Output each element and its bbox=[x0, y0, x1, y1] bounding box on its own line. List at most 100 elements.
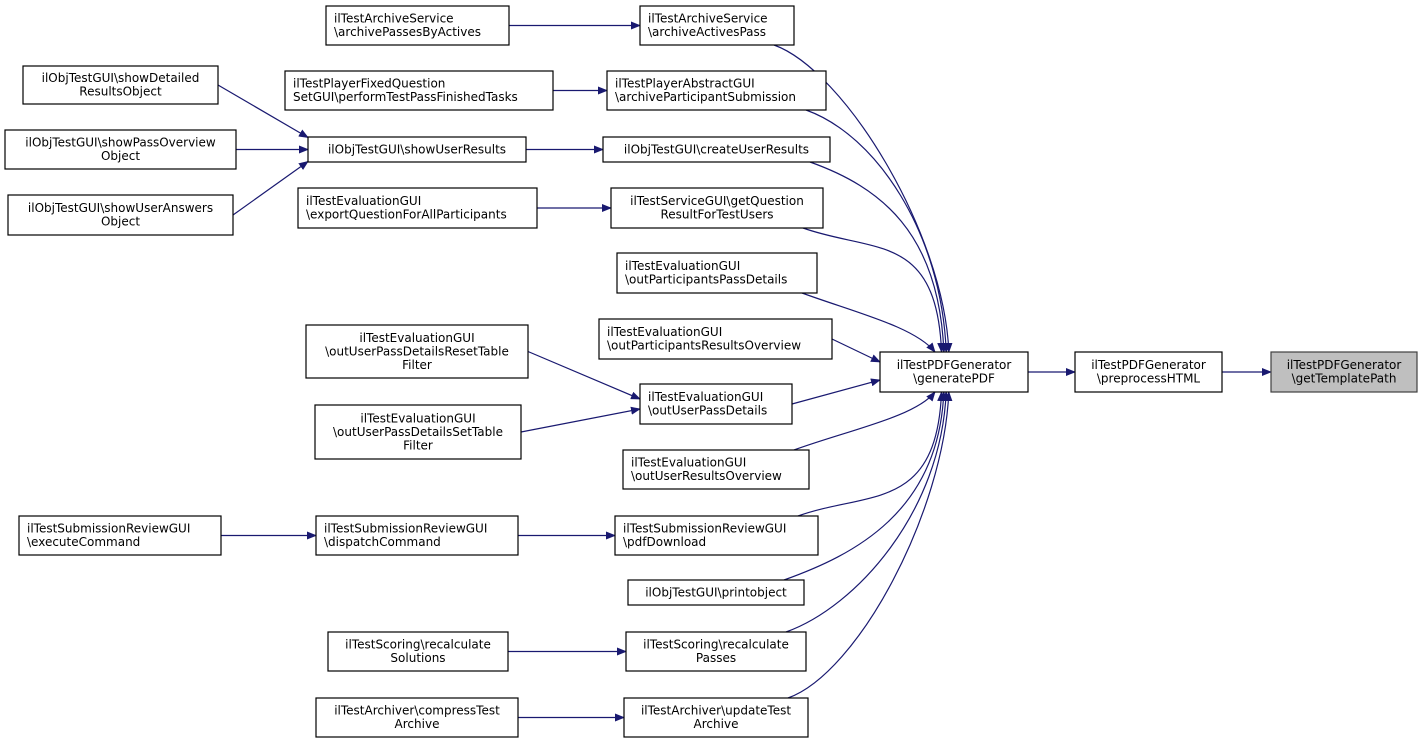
graph-node[interactable]: ilTestPlayerAbstractGUI\archiveParticipa… bbox=[606, 70, 827, 111]
edges-layer bbox=[217, 21, 1272, 722]
node-label: ilTestSubmissionReviewGUI bbox=[324, 522, 487, 536]
node-box bbox=[4, 129, 237, 170]
node-label: \outUserPassDetailsSetTable bbox=[333, 425, 503, 439]
node-label: Passes bbox=[696, 651, 736, 665]
call-edge bbox=[831, 338, 881, 363]
graph-node[interactable]: ilTestEvaluationGUI\outParticipantsPassD… bbox=[616, 252, 818, 294]
node-label: ilTestArchiveService bbox=[334, 12, 454, 26]
graph-node[interactable]: ilTestPlayerFixedQuestionSetGUI\performT… bbox=[284, 70, 554, 111]
node-label: ilTestEvaluationGUI bbox=[360, 411, 475, 425]
node-label: ilObjTestGUI\createUserResults bbox=[624, 142, 809, 156]
node-label: ilTestEvaluationGUI bbox=[625, 259, 740, 273]
node-box bbox=[315, 515, 519, 556]
node-label: \archivePassesByActives bbox=[334, 25, 481, 39]
graph-node[interactable]: ilObjTestGUI\printobject bbox=[627, 579, 805, 606]
node-label: ilTestSubmissionReviewGUI bbox=[623, 522, 786, 536]
call-edge bbox=[791, 378, 881, 405]
call-edge bbox=[801, 292, 936, 353]
node-box bbox=[879, 351, 1029, 393]
node-box bbox=[625, 631, 807, 672]
call-edge bbox=[232, 160, 309, 216]
node-box bbox=[639, 383, 793, 425]
call-edge bbox=[785, 391, 950, 633]
graph-node[interactable]: ilTestEvaluationGUI\outUserPassDetails bbox=[639, 383, 793, 425]
node-box bbox=[297, 187, 538, 229]
node-box bbox=[616, 252, 818, 294]
graph-node[interactable]: ilTestArchiveService\archivePassesByActi… bbox=[325, 5, 510, 46]
node-label: ilTestEvaluationGUI bbox=[648, 390, 763, 404]
call-edge bbox=[793, 391, 936, 451]
node-box bbox=[22, 65, 219, 105]
node-label: ilObjTestGUI\showUserAnswers bbox=[28, 201, 213, 215]
node-box bbox=[305, 324, 529, 379]
node-label: \archiveActivesPass bbox=[648, 25, 766, 39]
graph-node[interactable]: ilTestSubmissionReviewGUI\dispatchComman… bbox=[315, 515, 519, 556]
call-edge bbox=[527, 350, 641, 400]
call-edge bbox=[805, 109, 950, 353]
graph-node[interactable]: ilTestSubmissionReviewGUI\executeCommand bbox=[18, 515, 222, 556]
node-label: \pdfDownload bbox=[623, 535, 706, 549]
node-label: Archive bbox=[395, 717, 440, 731]
node-label: ilTestPDFGenerator bbox=[1091, 358, 1206, 372]
call-edge bbox=[783, 391, 948, 581]
node-label: \outParticipantsResultsOverview bbox=[607, 339, 801, 353]
node-label: \outUserPassDetailsResetTable bbox=[325, 344, 509, 358]
node-box bbox=[606, 70, 827, 111]
node-label: Filter bbox=[403, 438, 433, 452]
graph-node[interactable]: ilTestEvaluationGUI\outUserPassDetailsRe… bbox=[305, 324, 529, 379]
node-label: ilTestServiceGUI\getQuestion bbox=[630, 194, 804, 208]
graph-node[interactable]: ilObjTestGUI\createUserResults bbox=[602, 136, 831, 163]
node-label: ilTestArchiver\compressTest bbox=[334, 704, 500, 718]
node-box bbox=[314, 404, 522, 460]
node-box bbox=[327, 631, 509, 672]
graph-node[interactable]: ilTestPDFGenerator\getTemplatePath bbox=[1270, 351, 1418, 393]
node-box bbox=[1270, 351, 1418, 393]
node-label: \preprocessHTML bbox=[1097, 372, 1201, 386]
graph-node[interactable]: ilTestPDFGenerator\generatePDF bbox=[879, 351, 1029, 393]
node-box bbox=[18, 515, 222, 556]
node-label: \outUserPassDetails bbox=[648, 404, 767, 418]
nodes-layer: ilTestArchiveService\archivePassesByActi… bbox=[4, 5, 1418, 738]
graph-node[interactable]: ilTestEvaluationGUI\outParticipantsResul… bbox=[598, 318, 833, 360]
node-box bbox=[602, 136, 831, 163]
node-label: ilTestArchiver\updateTest bbox=[641, 704, 791, 718]
node-label: ilTestEvaluationGUI bbox=[631, 456, 746, 470]
node-box bbox=[639, 5, 795, 46]
call-edge bbox=[809, 161, 948, 353]
graph-node[interactable]: ilTestServiceGUI\getQuestionResultForTes… bbox=[610, 187, 824, 229]
node-box bbox=[315, 697, 519, 738]
graph-node[interactable]: ilTestEvaluationGUI\outUserPassDetailsSe… bbox=[314, 404, 522, 460]
node-label: Object bbox=[101, 215, 140, 229]
graph-node[interactable]: ilTestEvaluationGUI\outUserResultsOvervi… bbox=[622, 449, 810, 490]
node-box bbox=[284, 70, 554, 111]
call-edge bbox=[520, 406, 641, 433]
node-label: Filter bbox=[402, 358, 432, 372]
node-label: ilObjTestGUI\showDetailed bbox=[42, 71, 200, 85]
call-edge bbox=[787, 391, 953, 699]
graph-node[interactable]: ilTestArchiveService\archiveActivesPass bbox=[639, 5, 795, 46]
call-edge bbox=[217, 84, 309, 139]
node-box bbox=[1074, 351, 1223, 393]
node-label: \generatePDF bbox=[913, 372, 995, 386]
graph-node[interactable]: ilTestSubmissionReviewGUI\pdfDownload bbox=[614, 515, 819, 556]
node-label: \exportQuestionForAllParticipants bbox=[306, 208, 507, 222]
node-label: ilTestEvaluationGUI bbox=[607, 325, 722, 339]
node-label: ilObjTestGUI\showUserResults bbox=[328, 142, 506, 156]
node-box bbox=[614, 515, 819, 556]
graph-node[interactable]: ilObjTestGUI\showUserResults bbox=[307, 136, 527, 163]
node-box bbox=[7, 194, 234, 236]
node-label: ilTestPlayerAbstractGUI bbox=[615, 77, 755, 91]
node-label: ResultForTestUsers bbox=[660, 208, 773, 222]
node-box bbox=[627, 579, 805, 606]
graph-node[interactable]: ilTestPDFGenerator\preprocessHTML bbox=[1074, 351, 1223, 393]
graph-node[interactable]: ilTestEvaluationGUI\exportQuestionForAll… bbox=[297, 187, 538, 229]
node-label: \outUserResultsOverview bbox=[631, 469, 782, 483]
